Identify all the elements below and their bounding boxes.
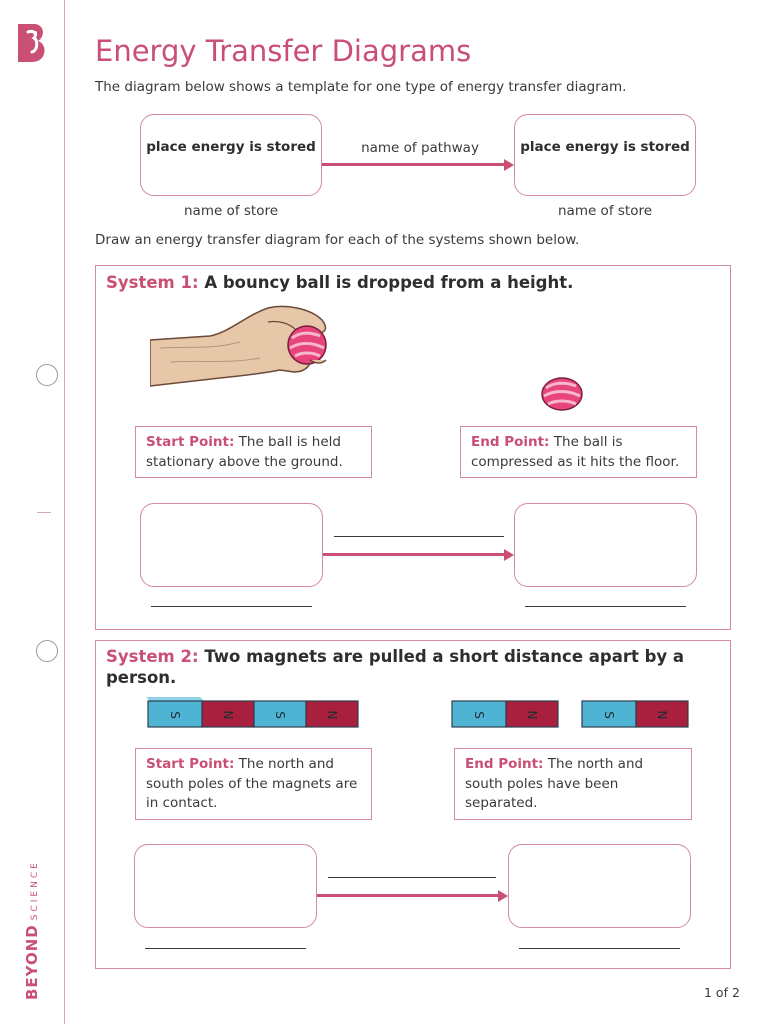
magnet-north-mark: N bbox=[325, 711, 339, 720]
brand-word-science: SCIENCE bbox=[30, 860, 40, 921]
system2-description: Two magnets are pulled a short distance … bbox=[106, 647, 685, 687]
system1-start-text: The ball is held stationary above the gr… bbox=[146, 434, 343, 470]
template-right-store-box bbox=[514, 114, 696, 196]
system2-arrow-head-icon bbox=[498, 889, 508, 902]
system1-arrow-line bbox=[323, 553, 506, 556]
system2-pathway-write-line[interactable] bbox=[328, 877, 496, 878]
page-title: Energy Transfer Diagrams bbox=[95, 34, 472, 68]
magnet-south-mark: S bbox=[273, 711, 287, 719]
beyond-logo-icon bbox=[18, 24, 45, 62]
system2-end-label: End Point: bbox=[465, 756, 544, 772]
system1-end-label: End Point: bbox=[471, 434, 550, 450]
system1-description: A bouncy ball is dropped from a height. bbox=[204, 273, 574, 292]
template-left-store-box bbox=[140, 114, 322, 196]
magnet-south-mark: S bbox=[472, 711, 486, 719]
magnet-north-mark: N bbox=[221, 711, 235, 720]
system2-end-text: The north and south poles have been sepa… bbox=[465, 756, 644, 811]
template-right-store-text: place energy is stored bbox=[520, 139, 690, 155]
template-left-store-text: place energy is stored bbox=[146, 139, 316, 155]
margin-line bbox=[64, 0, 65, 1024]
template-left-store-name: name of store bbox=[183, 203, 279, 219]
binder-hole-bottom bbox=[36, 640, 58, 662]
intro-text: The diagram below shows a template for o… bbox=[95, 79, 627, 95]
template-arrow-head-icon bbox=[504, 158, 514, 171]
system2-left-answer-box[interactable] bbox=[134, 844, 317, 928]
magnet-right-separated-illustration: S N bbox=[581, 700, 689, 728]
system1-start-label: Start Point: bbox=[146, 434, 235, 450]
system1-label: System 1: bbox=[106, 273, 199, 292]
brand-word-beyond: BEYOND bbox=[23, 924, 41, 1000]
fold-mark bbox=[37, 512, 51, 513]
brand-vertical-text: BEYOND SCIENCE bbox=[22, 860, 41, 1000]
magnet-south-mark: S bbox=[602, 711, 616, 719]
system1-start-point-box: Start Point: The ball is held stationary… bbox=[135, 426, 372, 478]
magnet-north-mark: N bbox=[525, 711, 539, 720]
system1-right-answer-box[interactable] bbox=[514, 503, 697, 587]
page-number: 1 of 2 bbox=[704, 985, 740, 1000]
system2-left-store-write-line[interactable] bbox=[145, 948, 306, 949]
system2-right-store-write-line[interactable] bbox=[519, 948, 680, 949]
system1-arrow-head-icon bbox=[504, 548, 514, 561]
magnets-touching-illustration: S N S N bbox=[146, 697, 359, 728]
system1-end-text: The ball is compressed as it hits the fl… bbox=[471, 434, 680, 470]
template-arrow-line bbox=[322, 163, 506, 166]
system2-heading: System 2: Two magnets are pulled a short… bbox=[106, 646, 706, 688]
system1-left-store-write-line[interactable] bbox=[151, 606, 312, 607]
system2-label: System 2: bbox=[106, 647, 199, 666]
system1-right-store-write-line[interactable] bbox=[525, 606, 686, 607]
system2-start-point-box: Start Point: The north and south poles o… bbox=[135, 748, 372, 820]
system1-heading: System 1: A bouncy ball is dropped from … bbox=[106, 272, 716, 293]
hand-holding-ball-illustration bbox=[150, 305, 327, 387]
system1-left-answer-box[interactable] bbox=[140, 503, 323, 587]
magnet-left-separated-illustration: S N bbox=[451, 700, 559, 728]
template-pathway-label: name of pathway bbox=[361, 140, 479, 156]
instruction-text: Draw an energy transfer diagram for each… bbox=[95, 232, 580, 248]
system1-pathway-write-line[interactable] bbox=[334, 536, 504, 537]
template-right-store-name: name of store bbox=[557, 203, 653, 219]
binder-hole-top bbox=[36, 364, 58, 386]
system1-end-point-box: End Point: The ball is compressed as it … bbox=[460, 426, 697, 478]
system2-arrow-line bbox=[317, 894, 499, 897]
system2-start-text: The north and south poles of the magnets… bbox=[146, 756, 358, 811]
system2-end-point-box: End Point: The north and south poles hav… bbox=[454, 748, 692, 820]
system2-start-label: Start Point: bbox=[146, 756, 235, 772]
compressed-ball-illustration bbox=[541, 377, 583, 411]
system2-right-answer-box[interactable] bbox=[508, 844, 691, 928]
magnet-north-mark: N bbox=[655, 711, 669, 720]
magnet-south-mark: S bbox=[168, 711, 182, 719]
